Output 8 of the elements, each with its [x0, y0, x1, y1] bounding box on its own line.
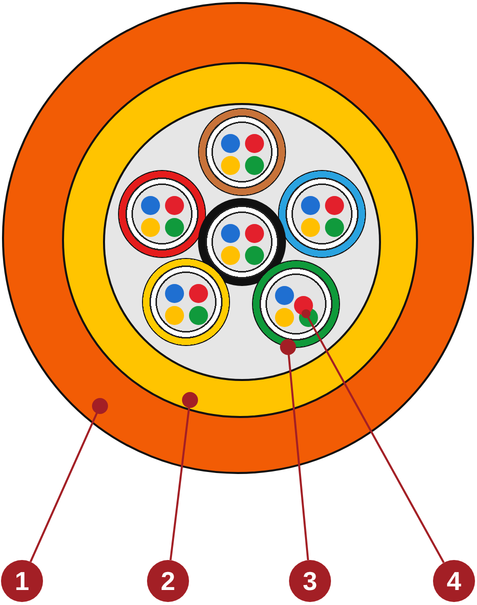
- leader-line: [302, 309, 445, 564]
- leader-line: [30, 398, 108, 562]
- leader-line: [280, 339, 310, 560]
- callout-number: 4: [433, 560, 475, 602]
- leader-line: [170, 392, 198, 560]
- callout-number: 2: [147, 560, 189, 602]
- callout-number: 3: [289, 560, 331, 602]
- callout-number: 1: [1, 560, 43, 602]
